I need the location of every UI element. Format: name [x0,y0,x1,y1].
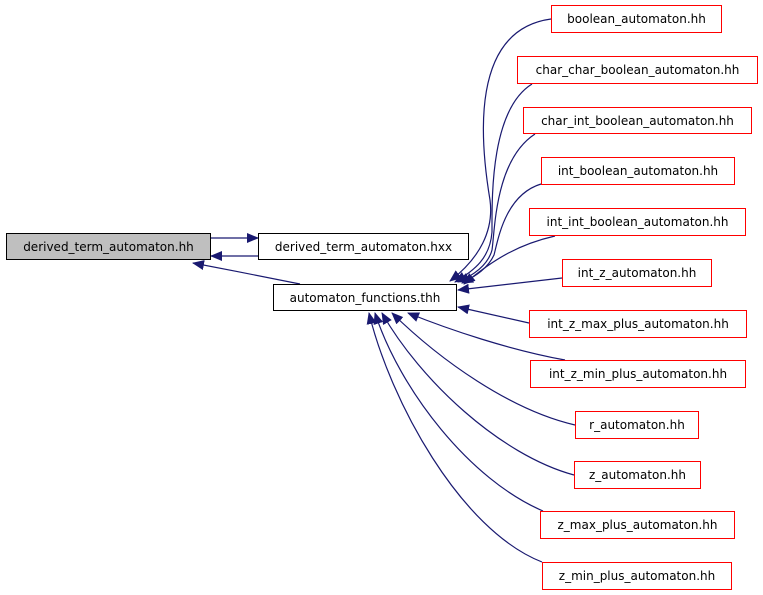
node-hxx[interactable]: derived_term_automaton.hxx [258,233,469,260]
edge-leaf-to-thh [457,133,536,283]
node-leaf[interactable]: z_automaton.hh [574,461,701,489]
edge-leaf-to-thh [391,312,576,426]
node-label: int_int_boolean_automaton.hh [546,215,729,229]
node-leaf[interactable]: char_int_boolean_automaton.hh [523,107,752,134]
node-label: boolean_automaton.hh [567,12,706,26]
node-leaf[interactable]: int_z_automaton.hh [562,259,712,287]
edge-leaf-to-thh [457,304,530,324]
edge-leaf-to-thh [449,18,552,282]
node-label: z_max_plus_automaton.hh [557,518,718,532]
node-label: char_int_boolean_automaton.hh [541,113,734,128]
edge-leaf-to-thh [373,312,544,512]
node-label: derived_term_automaton.hxx [274,239,453,254]
node-leaf[interactable]: z_min_plus_automaton.hh [542,562,732,590]
node-leaf[interactable]: int_z_max_plus_automaton.hh [529,310,747,338]
edge-leaf-to-thh [381,312,575,476]
node-label: z_min_plus_automaton.hh [558,569,716,583]
node-label: automaton_functions.thh [289,290,441,305]
node-label: r_automaton.hh [589,418,685,432]
edge-leaf-to-thh [454,83,533,283]
node-label: z_automaton.hh [588,468,687,482]
node-leaf[interactable]: boolean_automaton.hh [551,5,722,33]
node-label: derived_term_automaton.hh [23,239,194,254]
node-leaf[interactable]: int_boolean_automaton.hh [541,157,735,185]
node-root: derived_term_automaton.hh [6,233,211,260]
node-leaf[interactable]: r_automaton.hh [575,411,699,439]
node-leaf[interactable]: int_z_min_plus_automaton.hh [530,360,746,388]
edge-leaf-to-thh [407,312,566,361]
edge-leaf-to-thh [457,277,563,294]
edge-leaf-to-thh [366,312,543,563]
edge-thh-to-root [192,260,301,285]
node-label: int_boolean_automaton.hh [557,164,719,178]
node-leaf[interactable]: z_max_plus_automaton.hh [540,511,735,539]
node-label: int_z_automaton.hh [577,266,697,280]
node-label: char_char_boolean_automaton.hh [535,63,740,77]
node-label: int_z_max_plus_automaton.hh [547,317,729,331]
node-leaf[interactable]: char_char_boolean_automaton.hh [517,56,758,84]
edge-leaf-to-thh [463,235,556,285]
node-leaf[interactable]: int_int_boolean_automaton.hh [529,208,746,236]
node-label: int_z_min_plus_automaton.hh [548,367,728,381]
node-thh[interactable]: automaton_functions.thh [273,284,457,311]
